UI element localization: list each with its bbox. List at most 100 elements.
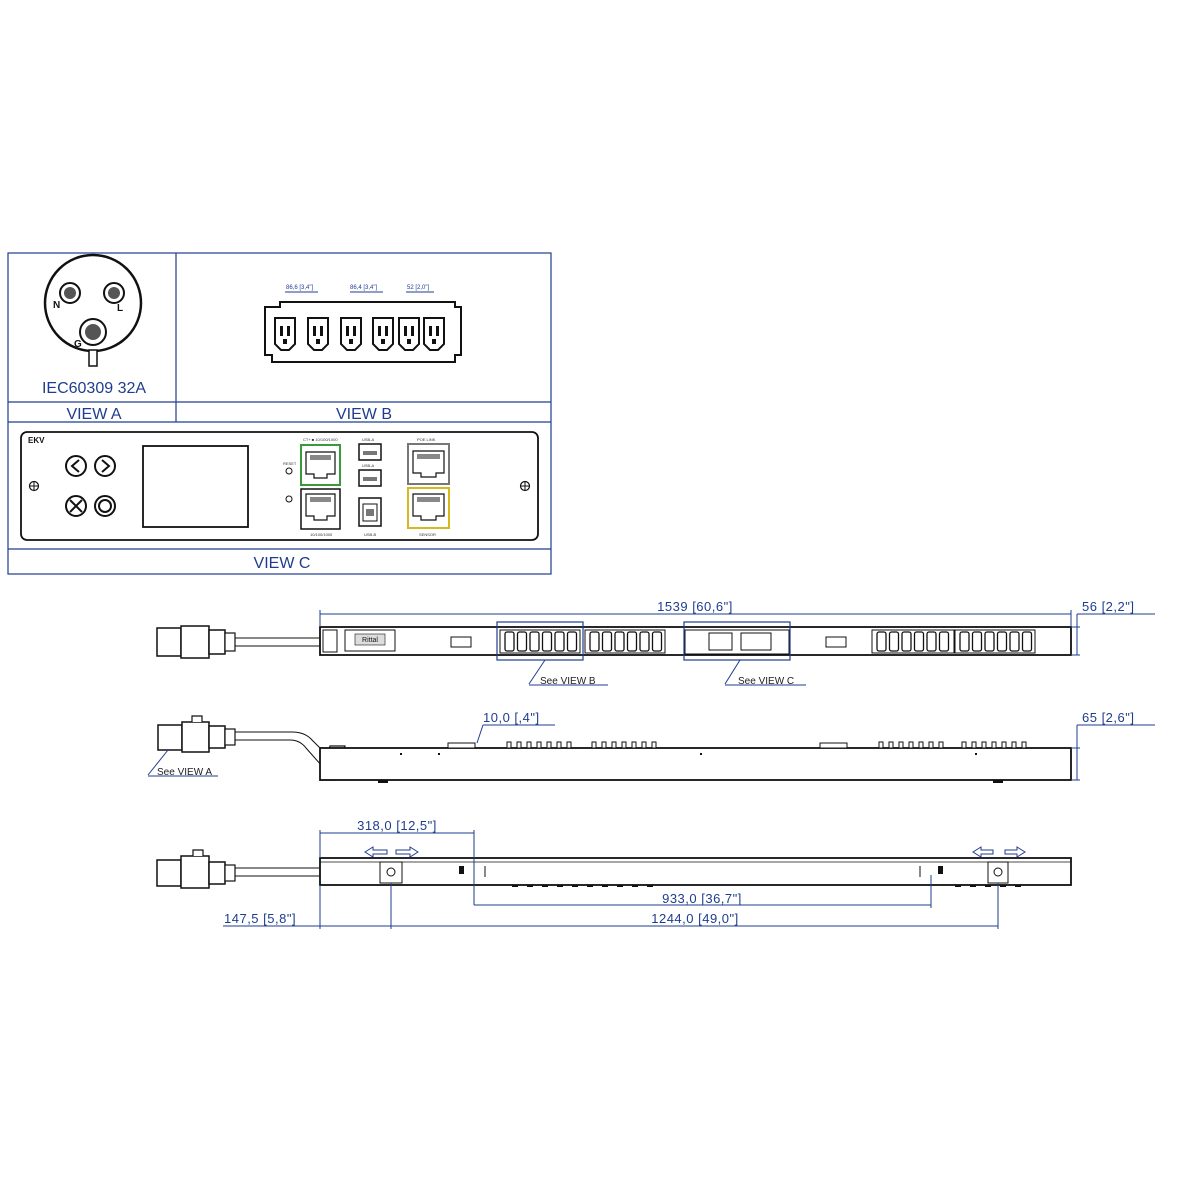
see-view-a: See VIEW A [157,767,212,778]
back-dash [985,885,991,887]
screw-left [28,480,40,492]
reset-label: RESET [283,461,297,466]
callout-box-c [683,621,791,661]
outlet-bump [971,741,977,749]
outlet-bump [546,741,552,749]
plug-type-label: IEC60309 32A [42,380,146,397]
front-outlet [938,631,950,652]
sensor-port[interactable] [407,487,450,529]
front-outlet [901,631,912,652]
front-outlet [913,631,925,652]
side-bump-dim: 10,0 [,4"] [483,710,540,725]
front-outlet [589,631,600,652]
front-outlet [504,631,515,652]
outlet-socket [372,317,394,351]
outlet-bump [651,741,657,749]
front-outlet [626,631,638,652]
sensor-label: SENSOR [419,532,436,537]
front-outlets [499,629,1036,654]
outlet-bump [1001,741,1007,749]
back-dash [955,885,961,887]
outlet-bump [631,741,637,749]
outlet-bank [871,629,955,654]
outlet-bank [954,629,1036,654]
cancel-button[interactable] [65,495,87,517]
outlet-bank [499,629,581,654]
front-width-dim: 56 [2,2"] [1082,599,1134,614]
back-dash [1015,885,1021,887]
outlet-bump [611,741,617,749]
outlet-bump [536,741,542,749]
front-outlet [554,631,565,652]
side-plug [157,715,331,767]
see-view-b: See VIEW B [540,676,596,687]
view-a-label: VIEW A [66,406,121,423]
reset-button[interactable] [285,467,293,475]
slide-arrows-right [972,846,1026,858]
front-length-dim: 1539 [60,6"] [657,599,733,614]
outlet-bump [888,741,894,749]
back-dash [527,885,533,887]
outlet-bump [991,741,997,749]
front-outlet [601,631,613,652]
right-arrow-button[interactable] [94,455,116,477]
outlet-bump [928,741,934,749]
front-outlet [541,631,553,652]
front-view: Rittal See VIEW B See VIEW C 1539 [60,6"… [156,599,1155,687]
back-view: 318,0 [12,5"] 933,0 [36,7"] 1244,0 [49,0… [156,818,1072,929]
front-outlet [651,631,663,652]
outlet-bump [898,741,904,749]
outlet-bump [938,741,944,749]
poe-port[interactable] [407,443,450,485]
ethernet-port-2[interactable] [300,488,341,530]
front-outlet [959,631,970,652]
front-outlet [996,631,1008,652]
ok-button[interactable] [94,495,116,517]
back-plug [156,849,320,889]
viewb-outlets [274,317,445,351]
viewb-dim-2: 86,4 [3,4"] [350,285,377,291]
front-outlet [888,631,900,652]
back-dim-318: 318,0 [12,5"] [357,818,437,833]
status-led [285,495,293,503]
side-view: 10,0 [,4"] 65 [2,6"] See VIEW A [147,710,1155,783]
outlet-socket [398,317,420,351]
pin-g-label: G [74,339,82,350]
outlet-bump [641,741,647,749]
front-outlet [614,631,625,652]
side-bumps [400,741,1027,755]
usb-a1-label: USB-A [362,437,375,442]
viewb-dim-1: 86,6 [3,4"] [286,285,313,291]
side-body [319,747,1072,781]
front-outlet [926,631,937,652]
front-outlet [1021,631,1033,652]
back-dash [572,885,578,887]
back-dash [542,885,548,887]
screw-right [519,480,531,492]
viewb-dim-3: 52 [2,0"] [407,285,429,291]
outlet-socket [340,317,362,351]
outlet-bump [601,741,607,749]
front-outlet [639,631,650,652]
front-outlet [984,631,995,652]
back-dash [632,885,638,887]
usb-b-label: USB-B [364,532,377,537]
usb-a2-label: USB-A [362,463,375,468]
outlet-bump [566,741,572,749]
outlet-bump [878,741,884,749]
pin-l-label: L [117,303,123,314]
outlet-bump [1011,741,1017,749]
see-view-c: See VIEW C [738,676,794,687]
outlet-bump [981,741,987,749]
display-screen [142,445,249,528]
usb-b-port[interactable] [358,497,382,527]
back-dash [557,885,563,887]
callout-box-b [496,621,584,661]
left-arrow-button[interactable] [65,455,87,477]
back-dash [647,885,653,887]
ethernet-port-1[interactable] [300,444,341,486]
side-depth-dim: 65 [2,6"] [1082,710,1134,725]
port-1-label: CT+ ■ 10/100/1000 [303,437,338,442]
outlet-bump [961,741,967,749]
view-b-label: VIEW B [336,406,392,423]
